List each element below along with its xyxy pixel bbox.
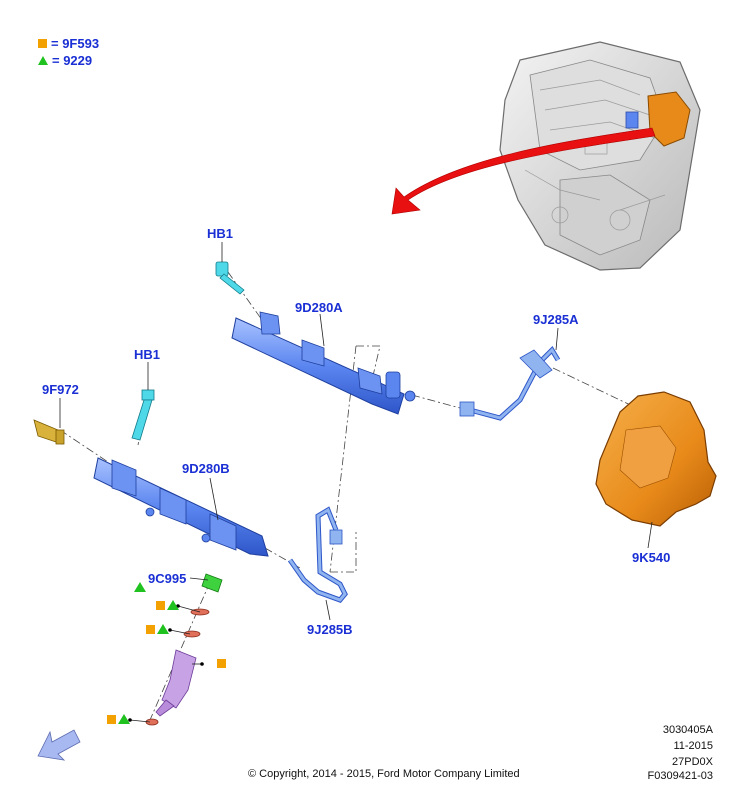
legend-text-9f593: = 9F593 [51,36,100,51]
fuel-line-9j285a [459,345,561,421]
fuel-rail-9d280b [93,457,269,557]
red-curved-arrow-icon [391,127,656,215]
fuel-injector [155,649,197,717]
green-triangle-icon [134,582,146,592]
bolt-hb1-left [131,389,155,441]
green-triangle-icon [38,56,48,65]
o-ring-middle [183,630,201,638]
legend-text-9229: = 9229 [52,53,93,68]
bolt-hb1-top [215,261,245,295]
label-hb1-left: HB1 [134,347,160,362]
ref-date: 11-2015 [673,740,713,752]
legend-row-triangle: = 9229 [38,53,92,68]
orange-square-icon [217,659,226,668]
orange-square-icon [156,601,165,610]
sensor-9f972 [33,419,65,445]
copyright-notice: © Copyright, 2014 - 2015, Ford Motor Com… [248,768,520,780]
leader-dots [128,604,204,722]
ref-code-3: F0309421-03 [647,770,713,782]
green-triangle-icon [118,714,130,724]
fuel-line-9j285b [287,506,348,603]
fuel-rail-9d280a [231,311,416,415]
orange-square-icon [146,625,155,634]
label-9j285a: 9J285A [533,312,579,327]
legend-row-square: = 9F593 [38,36,99,51]
orange-square-icon [107,715,116,724]
label-leaders [59,242,653,723]
view-direction-arrow-icon [37,729,81,761]
label-9d280b: 9D280B [182,461,230,476]
green-triangle-icon [167,600,179,610]
ref-code-2: 27PD0X [672,756,713,768]
label-9k540: 9K540 [632,550,670,565]
label-9c995: 9C995 [148,571,186,586]
ref-code-1: 3030405A [662,724,713,736]
label-9f972: 9F972 [42,382,79,397]
label-9d280a: 9D280A [295,300,343,315]
label-hb1-top: HB1 [207,226,233,241]
engine-overview [499,41,701,271]
green-triangle-icon [157,624,169,634]
cover-panel [619,425,677,489]
injector-9c995-seal [201,573,223,593]
orange-square-icon [38,39,47,48]
label-9j285b: 9J285B [307,622,353,637]
